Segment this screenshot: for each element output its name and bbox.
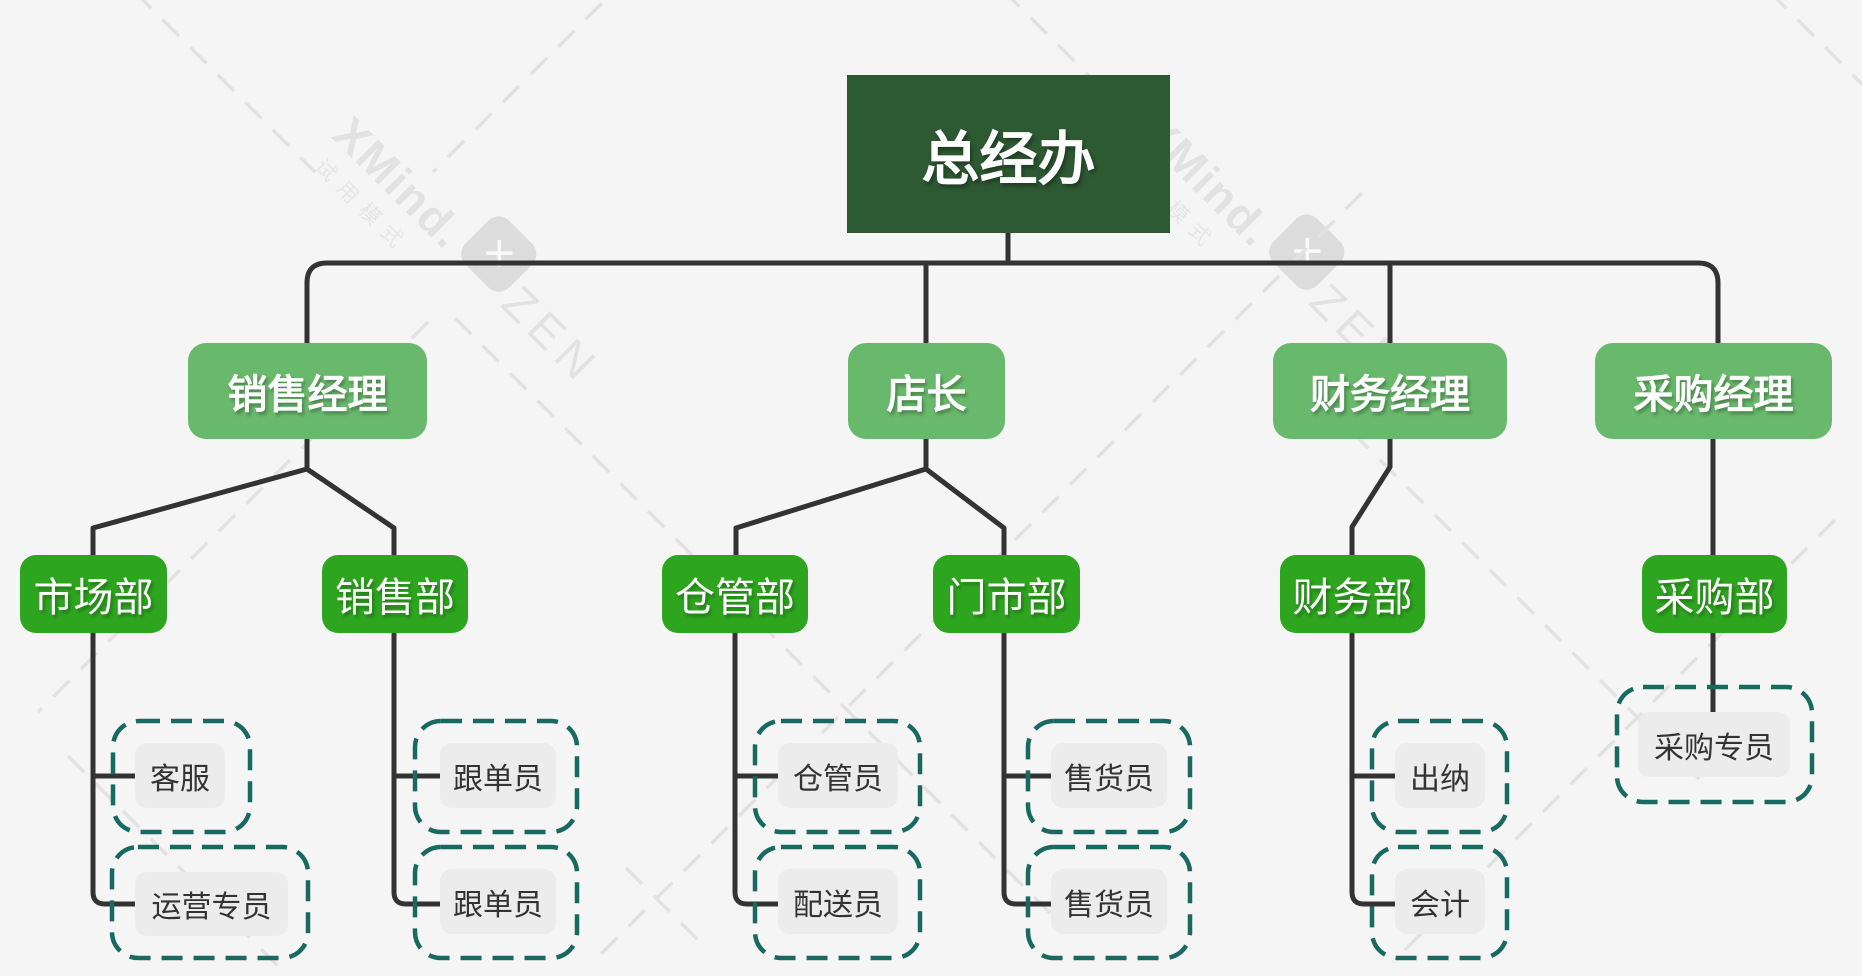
boundary-operations-specialist[interactable]	[109, 844, 311, 961]
topic-warehouse-dept[interactable]: 仓管部	[662, 555, 808, 633]
boundary-salesclerk-1[interactable]	[1025, 718, 1193, 835]
topic-sales-manager[interactable]: 销售经理	[188, 343, 427, 439]
boundary-warehouse-keeper[interactable]	[752, 718, 923, 835]
boundary-accountant[interactable]	[1369, 844, 1510, 961]
connector-warehouse-children	[732, 630, 783, 907]
connector-retail-children	[1001, 630, 1056, 907]
boundary-purchasing-specialist[interactable]	[1614, 684, 1815, 805]
topic-cashier[interactable]: 出纳	[1395, 743, 1485, 808]
connector-sales-to-market	[90, 437, 310, 559]
topic-delivery-clerk[interactable]: 配送员	[778, 869, 898, 934]
boundary-delivery-clerk[interactable]	[752, 844, 923, 961]
topic-salesclerk-1[interactable]: 售货员	[1051, 743, 1167, 808]
topic-accountant[interactable]: 会计	[1395, 869, 1485, 934]
topic-purchasing-manager[interactable]: 采购经理	[1595, 343, 1832, 439]
topic-retail-dept[interactable]: 门市部	[933, 555, 1080, 633]
topic-sales-dept[interactable]: 销售部	[322, 555, 468, 633]
topic-market-dept[interactable]: 市场部	[20, 555, 167, 633]
connector-lines	[90, 230, 1721, 907]
topic-store-manager[interactable]: 店长	[848, 343, 1005, 439]
connector-store-to-warehouse	[733, 436, 929, 559]
topic-finance-dept[interactable]: 财务部	[1280, 555, 1425, 633]
topic-customer-service[interactable]: 客服	[135, 743, 225, 808]
boundary-salesclerk-2[interactable]	[1025, 844, 1193, 961]
connector-finance-to-financedept	[1349, 436, 1393, 559]
topic-salesclerk-2[interactable]: 售货员	[1051, 869, 1167, 934]
topic-order-clerk-1[interactable]: 跟单员	[440, 743, 556, 808]
boundary-customer-service[interactable]	[110, 718, 253, 835]
connector-store-to-retail	[923, 466, 1007, 559]
boundary-cashier[interactable]	[1369, 718, 1510, 835]
connector-salesdept-children	[391, 630, 445, 907]
connector-bus	[304, 260, 1721, 347]
boundary-order-clerk-2[interactable]	[412, 844, 580, 961]
connector-sales-to-salesdept	[304, 466, 397, 559]
topic-purchasing-dept[interactable]: 采购部	[1642, 555, 1787, 633]
topic-root-general-manager-office[interactable]: 总经办	[847, 75, 1170, 233]
connector-market-children	[90, 630, 140, 907]
connector-financedept-children	[1349, 630, 1400, 907]
topic-order-clerk-2[interactable]: 跟单员	[440, 869, 556, 934]
topic-operations-specialist[interactable]: 运营专员	[135, 872, 288, 936]
topic-warehouse-keeper[interactable]: 仓管员	[778, 743, 898, 808]
leaf-boundaries	[109, 684, 1815, 961]
topic-purchasing-specialist[interactable]: 采购专员	[1638, 712, 1790, 777]
boundary-order-clerk-1[interactable]	[412, 718, 580, 835]
topic-finance-manager[interactable]: 财务经理	[1273, 343, 1507, 439]
